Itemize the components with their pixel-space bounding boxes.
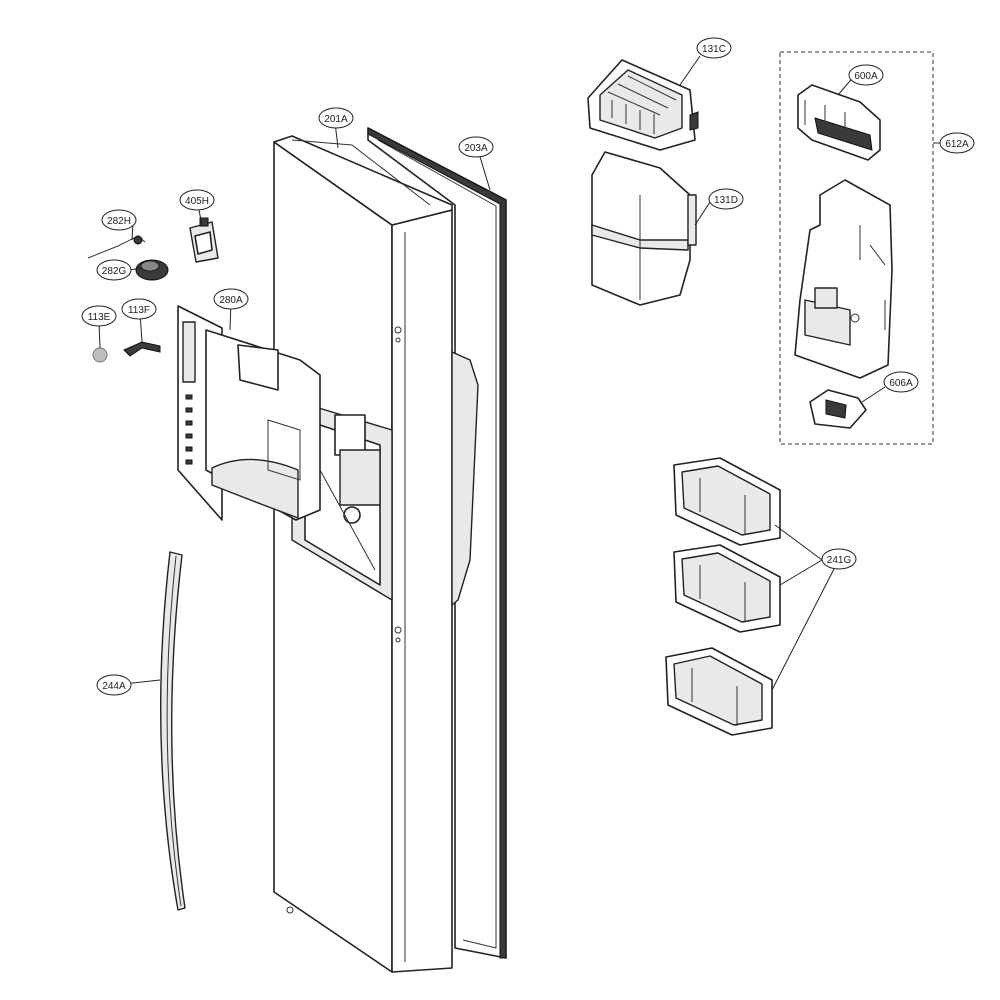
callout-113f: 113F [121,298,157,320]
ice-maker-part [797,84,881,161]
callout-600a: 600A [848,64,884,86]
door-bin-2 [673,544,781,633]
callout-606a: 606A [883,371,919,393]
svg-text:113F: 113F [128,305,150,316]
callout-612a: 612A [939,132,975,154]
svg-text:405H: 405H [185,196,209,207]
svg-text:113E: 113E [88,312,111,323]
callout-113e: 113E [81,305,117,327]
callout-131d: 131D [708,188,744,210]
callout-405h: 405H [179,189,215,211]
svg-text:244A: 244A [102,681,126,692]
door-bin-1 [673,457,781,546]
door-gasket-part [367,127,507,959]
dispenser-cover-part [177,305,321,521]
callout-201a: 201A [318,107,354,129]
ice-bin-part [591,151,697,306]
svg-text:131C: 131C [702,44,726,55]
callout-131c: 131C [696,37,732,59]
svg-text:282H: 282H [107,216,131,227]
callout-280a: 280A [213,288,249,310]
svg-text:131D: 131D [714,195,738,206]
svg-text:600A: 600A [854,71,878,82]
spring-part-113e [92,347,108,363]
ice-maker-housing-part [794,179,893,379]
door-handle-part [159,551,186,911]
callout-282h: 282H [101,209,137,231]
svg-text:203A: 203A [464,143,488,154]
bracket-part-113f [123,341,161,357]
callout-244a: 244A [96,674,132,696]
callout-241g: 241G [821,548,857,570]
lever-part-282h [87,235,146,259]
svg-text:241G: 241G [827,555,852,566]
svg-text:612A: 612A [945,139,969,150]
switch-part-405h [189,217,219,263]
svg-text:606A: 606A [889,378,913,389]
svg-text:282G: 282G [102,266,127,277]
callout-203a: 203A [458,136,494,158]
motor-part-606a [809,389,867,429]
cap-part-282g [135,259,169,281]
callout-282g: 282G [96,259,132,281]
ice-bin-cover-part [587,59,699,151]
svg-text:280A: 280A [219,295,243,306]
svg-text:201A: 201A [324,114,348,125]
door-bin-3 [665,647,773,736]
